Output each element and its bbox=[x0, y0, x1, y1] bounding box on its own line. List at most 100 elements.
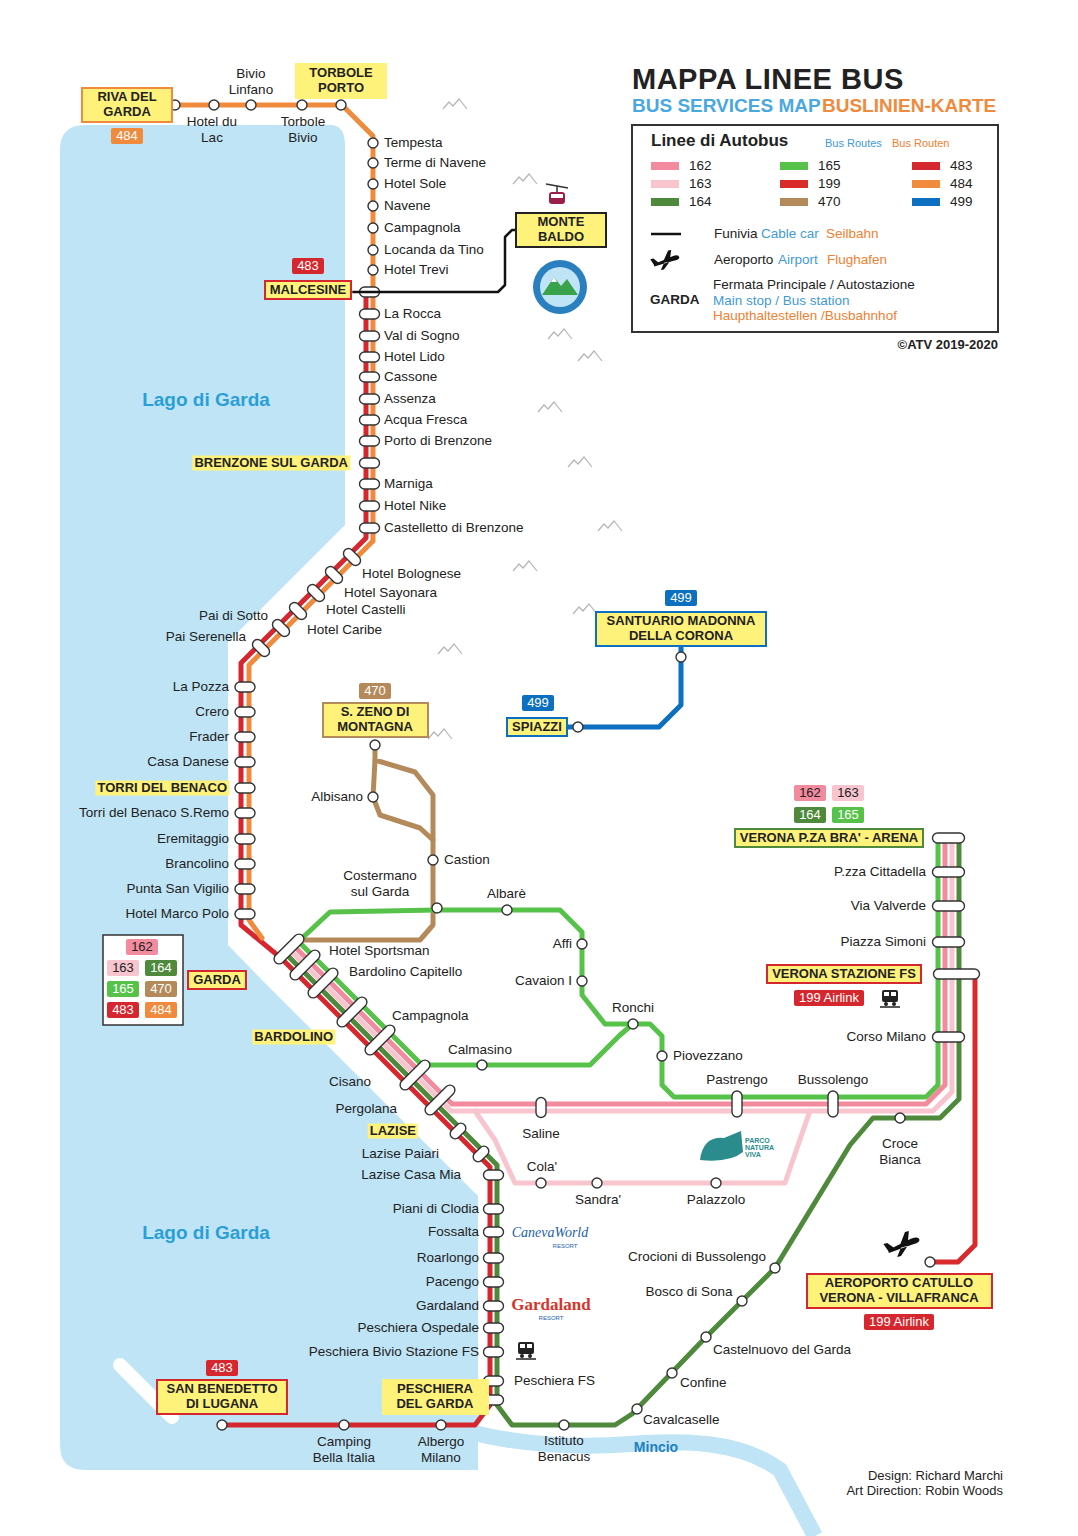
route-badge: 483 bbox=[292, 258, 324, 274]
stop-name: Costermano sul Garda bbox=[335, 868, 425, 899]
main-stop-name: BRENZONE SUL GARDA bbox=[192, 456, 350, 471]
stop-name: Crocioni di Bussolengo bbox=[628, 1249, 766, 1265]
cable-car-logo bbox=[533, 260, 587, 314]
main-stop-box: GARDA bbox=[187, 970, 247, 991]
route-number: 163 bbox=[112, 960, 134, 976]
main-stop-box: SANTUARIO MADONNA DELLA CORONA bbox=[595, 611, 767, 647]
bus-route bbox=[290, 745, 433, 950]
map-graphic bbox=[551, 194, 563, 198]
stop-name: Albisano bbox=[311, 789, 363, 805]
stop-marker bbox=[287, 600, 308, 621]
stop-name: Peschiera Bivio Stazione FS bbox=[309, 1344, 479, 1360]
stop-name: La Pozza bbox=[173, 679, 229, 695]
stop-name: Pai Serenella bbox=[166, 629, 246, 645]
stop-name: Gardaland bbox=[416, 1298, 479, 1314]
route-badge: 164 bbox=[145, 960, 177, 976]
main-stop-box: VERONA STAZIONE FS bbox=[766, 964, 922, 985]
stop-name: Torbole Bivio bbox=[273, 114, 333, 145]
stop-marker bbox=[368, 245, 378, 255]
stop-marker bbox=[288, 948, 322, 982]
stop-name: Cassone bbox=[384, 369, 437, 385]
stop-marker bbox=[360, 394, 380, 404]
stop-marker bbox=[360, 523, 380, 533]
route-number: 199 Airlink bbox=[799, 990, 859, 1006]
stop-name: Val di Sogno bbox=[384, 328, 460, 344]
stop-name: Marniga bbox=[384, 476, 433, 492]
legend-text: 499 bbox=[950, 194, 973, 210]
stop-marker bbox=[934, 969, 980, 979]
stop-marker bbox=[297, 100, 307, 110]
stop-marker bbox=[628, 1019, 638, 1029]
stop-name: Castelletto di Brenzone bbox=[384, 520, 524, 536]
lake bbox=[60, 125, 478, 1470]
route-number: 483 bbox=[112, 1002, 134, 1018]
stop-marker bbox=[306, 966, 340, 1000]
mountain-mark bbox=[578, 351, 602, 361]
route-number: 165 bbox=[112, 981, 134, 997]
subtitle: BUSLINIEN-KARTE bbox=[822, 95, 996, 117]
stop-name: Peschiera Ospedale bbox=[357, 1320, 479, 1336]
stop-name: Saline bbox=[522, 1126, 560, 1142]
bus-route bbox=[373, 760, 433, 840]
stop-marker bbox=[368, 265, 378, 275]
main-stop-name: BARDOLINO bbox=[252, 1030, 335, 1045]
stop-name: Casa Danese bbox=[147, 754, 229, 770]
stop-name: Albarè bbox=[487, 886, 526, 902]
stop-name: Affi bbox=[553, 936, 572, 952]
stop-title: VERONA STAZIONE FS bbox=[772, 967, 916, 982]
stop-marker bbox=[667, 1368, 677, 1378]
main-stop-box: MALCESINE bbox=[264, 280, 353, 301]
route-number: 470 bbox=[150, 981, 172, 997]
bus-route bbox=[290, 838, 952, 1111]
stop-name: Cavaion I bbox=[515, 973, 572, 989]
stop-name: Piovezzano bbox=[673, 1048, 743, 1064]
legend-box bbox=[632, 125, 998, 332]
logo-text: CanevaWorld bbox=[512, 1225, 588, 1241]
stop-marker bbox=[423, 1083, 457, 1117]
stop-marker bbox=[933, 1032, 965, 1042]
river bbox=[470, 1432, 815, 1536]
airport-icon bbox=[649, 249, 681, 272]
stop-marker bbox=[368, 179, 378, 189]
bus-route bbox=[299, 838, 939, 1097]
legend-text: 484 bbox=[950, 176, 973, 192]
stop-name: Bosco di Sona bbox=[645, 1284, 732, 1300]
stop-name: Pacengo bbox=[426, 1274, 479, 1290]
stop-marker bbox=[339, 1420, 349, 1430]
legend-text: Aeroporto bbox=[714, 252, 773, 268]
stop-marker bbox=[676, 652, 686, 662]
legend-text: 199 bbox=[818, 176, 841, 192]
legend-translation: Airport bbox=[778, 252, 818, 268]
legend-swatch bbox=[780, 180, 808, 188]
mountain-mark bbox=[548, 329, 572, 339]
stop-name: Hotel du Lac bbox=[182, 114, 242, 145]
map-title: MAPPA LINEE BUS bbox=[632, 63, 904, 96]
stop-name: Lazise Casa Mia bbox=[361, 1167, 461, 1183]
stop-marker bbox=[335, 995, 369, 1029]
legend-swatch bbox=[780, 198, 808, 206]
route-number: 165 bbox=[837, 807, 859, 823]
stop-marker bbox=[235, 834, 255, 844]
stop-name: Peschiera FS bbox=[514, 1373, 595, 1389]
map-graphic bbox=[175, 99, 975, 1425]
stop-marker bbox=[235, 808, 255, 818]
main-stop-box: TORBOLE PORTO bbox=[295, 63, 387, 99]
legend-translation: Main stop / Bus station bbox=[713, 293, 850, 309]
stop-marker bbox=[360, 352, 380, 362]
stop-marker bbox=[368, 158, 378, 168]
stop-name: Hotel Bolognese bbox=[362, 566, 461, 582]
stop-marker bbox=[363, 1023, 397, 1057]
stop-marker bbox=[235, 682, 255, 692]
stop-marker bbox=[370, 740, 380, 750]
stop-name: Frader bbox=[189, 729, 229, 745]
route-badge: 164 bbox=[794, 807, 826, 823]
stop-name: Eremitaggio bbox=[157, 831, 229, 847]
legend-text: 483 bbox=[950, 158, 973, 174]
park-logo bbox=[700, 1131, 743, 1161]
stop-marker bbox=[484, 1170, 504, 1180]
main-stop-box: PESCHIERA DEL GARDA bbox=[382, 1379, 489, 1415]
route-number: 484 bbox=[150, 1002, 172, 1018]
route-number: 483 bbox=[211, 1360, 233, 1376]
stop-name: Fossalta bbox=[428, 1224, 479, 1240]
